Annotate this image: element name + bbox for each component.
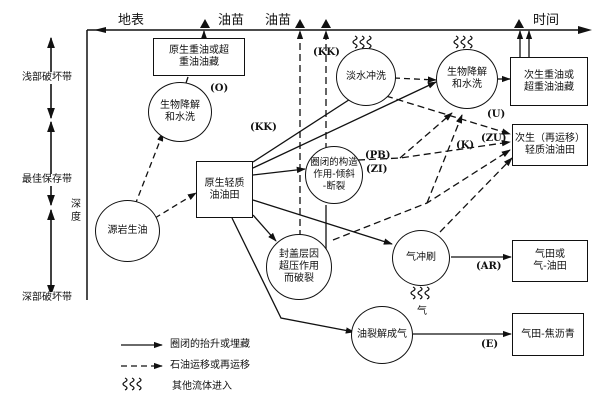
node-secondary-light-oil: 次生（再运移） 轻质油油田 <box>512 124 588 166</box>
legend-wavy-label: 其他流体进入 <box>172 381 232 392</box>
edge-light-to-freshwater <box>252 93 359 163</box>
node-biodegradation-1: 生物降解 和水洗 <box>148 82 212 142</box>
code-E: (E) <box>481 339 499 350</box>
code-KK-top: (KK) <box>313 47 340 58</box>
zone-optimal-preservation: 最佳保存带 <box>22 174 72 186</box>
legend-wavy-icon <box>122 377 142 391</box>
time-axis-arrowhead <box>578 26 592 34</box>
code-KK-left: (KK) <box>250 122 277 133</box>
wavy-influx-gas <box>410 286 430 300</box>
node-secondary-heavy-oil: 次生重油或 超重油油藏 <box>510 57 588 106</box>
code-K: (K) <box>456 140 475 151</box>
legend-solid-label: 圈闭的抬升或埋藏 <box>170 339 250 350</box>
legend-dashed-label: 石油运移或再运移 <box>170 360 250 371</box>
oil-seep-label-1: 油苗 <box>218 13 245 28</box>
code-U: (U) <box>487 109 506 120</box>
zone-deep-destruction: 深部破坏带 <box>22 292 72 304</box>
oil-seep-label-2: 油苗 <box>265 13 292 28</box>
wavy-influx-biodeg2 <box>453 35 473 49</box>
time-label: 时间 <box>533 13 560 28</box>
node-gas-field-or-gas-oil: 气田或 气-油田 <box>512 240 588 282</box>
edge-light-to-crack <box>231 217 355 334</box>
surface-label: 地表 <box>118 13 145 28</box>
edge-light-to-gasflush <box>252 199 393 245</box>
surface-arrowhead <box>94 27 106 33</box>
seep-triangle-2 <box>295 19 305 28</box>
node-closure-tilt-fault: 圈闭的构造 作用-倾斜 -断裂 <box>305 146 363 204</box>
code-PB: (PB) <box>365 150 391 161</box>
seep-triangle-1 <box>200 19 210 28</box>
code-ZI: (ZI) <box>366 164 388 175</box>
code-AR: (AR) <box>476 261 502 272</box>
wavy-influx-freshwater <box>352 35 372 49</box>
seep-triangle-3 <box>321 19 331 28</box>
edge-light-to-cap <box>252 214 277 242</box>
node-gas-flush: 气冲刷 <box>392 230 450 286</box>
node-primary-light-oil: 原生轻质 油油田 <box>196 161 253 218</box>
node-gas-field-bitumen: 气田-焦沥青 <box>512 313 584 356</box>
zone-shallow-destruction: 浅部破坏带 <box>22 72 72 84</box>
node-freshwater-flush: 淡水冲洗 <box>336 48 396 106</box>
node-primary-heavy-oil: 原生重油或超 重油油藏 <box>153 38 245 76</box>
edge-gasflush-to-secondary-light <box>439 157 513 233</box>
edge-source-to-biodeg1 <box>134 132 164 206</box>
node-source-rock-oil: 源岩生油 <box>95 200 160 262</box>
node-cap-overpressure: 封盖层因 超压作用 而破裂 <box>266 234 332 300</box>
edge-closure-to-biodeg2 <box>399 112 453 159</box>
edge-freshwater-to-biodeg2 <box>393 76 437 83</box>
depth-label: 深度 <box>71 199 81 223</box>
edge-cap-to-biodeg2 <box>426 114 463 204</box>
seep-triangle-4 <box>514 19 524 28</box>
code-ZU: (ZU) <box>481 133 507 144</box>
gas-influx-label: 气 <box>417 306 427 317</box>
edge-light-to-biodeg2 <box>252 81 437 169</box>
node-oil-cracking-to-gas: 油裂解成气 <box>351 306 413 364</box>
edge-light-to-closure <box>252 166 306 176</box>
edge-source-to-light <box>154 192 197 219</box>
code-O: (O) <box>210 83 229 94</box>
edge-closure-to-secondary-light <box>357 140 511 161</box>
node-biodegradation-2: 生物降解 和水洗 <box>436 49 498 109</box>
